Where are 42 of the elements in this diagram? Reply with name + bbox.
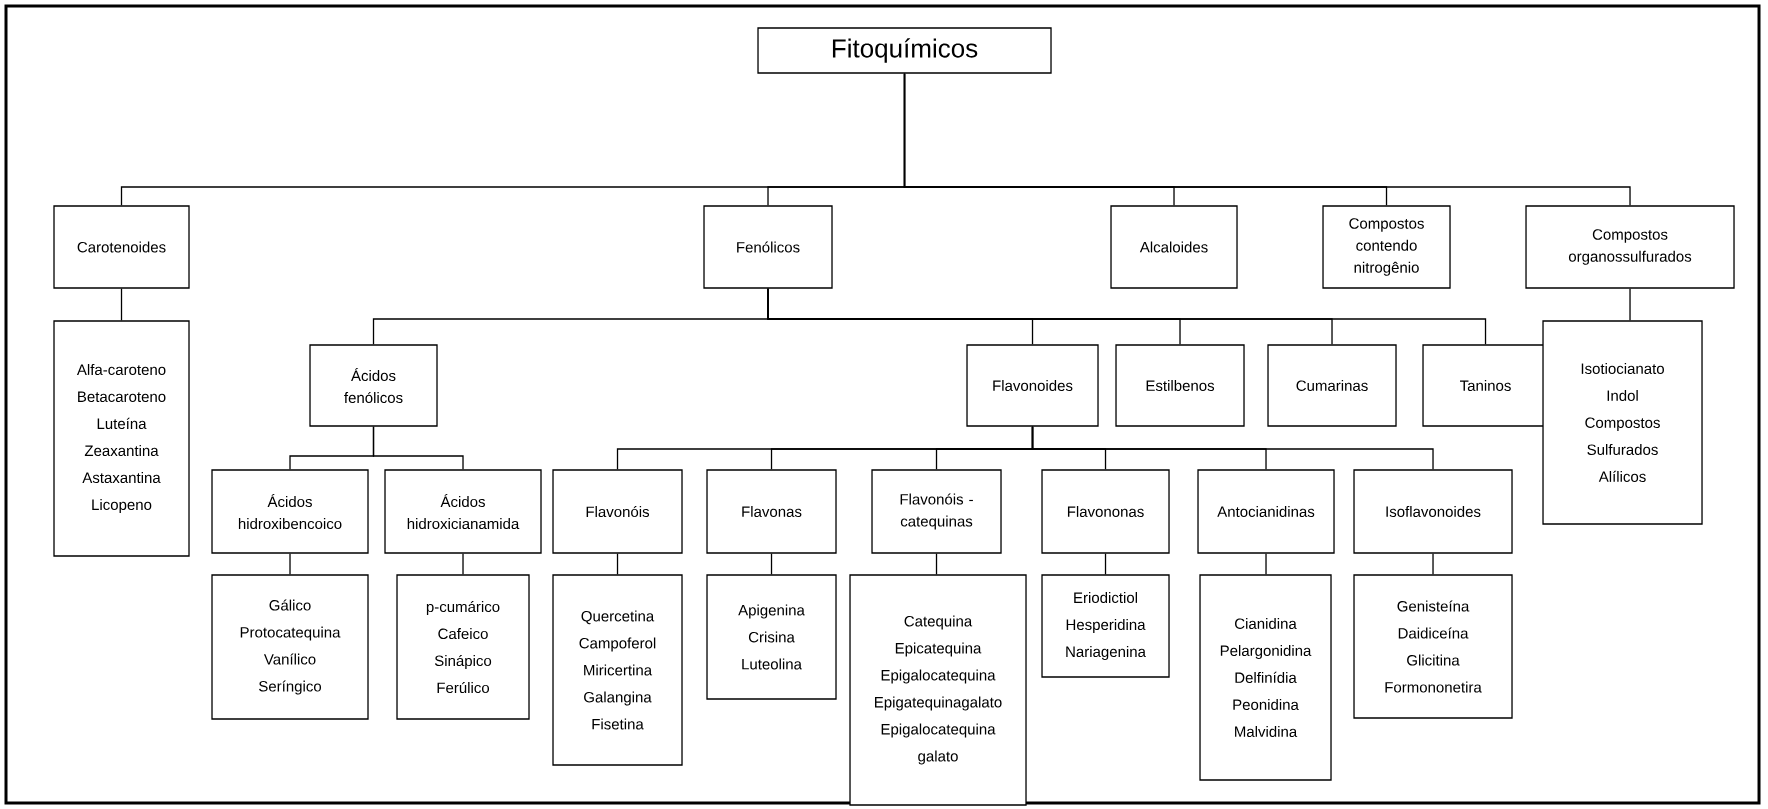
connector-line	[1432, 553, 1434, 575]
category-box: Compostos contendo nitrogênio	[1322, 205, 1451, 289]
category-box: Estilbenos	[1115, 344, 1245, 427]
connector-line	[935, 553, 938, 575]
connector-line	[1265, 553, 1267, 575]
connector-line	[1031, 426, 1434, 470]
category-box: Flavononas	[1041, 469, 1170, 554]
category-box: Ácidos fenólicos	[309, 344, 438, 427]
list-box: Genisteína Daidiceína Glicitina Formononetira	[1353, 574, 1513, 719]
category-box: Fenólicos	[703, 205, 833, 289]
connector-line	[1629, 288, 1631, 321]
category-box: Flavonas	[706, 469, 837, 554]
connector-line	[616, 553, 619, 575]
connector-line	[1104, 553, 1107, 575]
list-box: Cianidina Pelargonidina Delfinídia Peonidina Malvidina	[1199, 574, 1332, 781]
category-box: Ácidos hidroxicianamida	[384, 469, 542, 554]
category-box: Cumarinas	[1267, 344, 1397, 427]
connector-line	[770, 553, 773, 575]
category-box: Ácidos hidroxibencoico	[211, 469, 369, 554]
connector-line	[767, 288, 1487, 345]
list-box: Gálico Protocatequina Vanílico Seríngico	[211, 574, 369, 720]
category-box: Antocianidinas	[1197, 469, 1335, 554]
connector-line	[462, 553, 464, 575]
category-box: Flavonóis - catequinas	[871, 469, 1002, 554]
connector-line	[120, 288, 123, 321]
list-box: p-cumárico Cafeico Sinápico Ferúlico	[396, 574, 530, 720]
category-box: Flavonóis	[552, 469, 683, 554]
list-box: Eriodictiol Hesperidina Nariagenina	[1041, 574, 1170, 678]
category-box: Alcaloides	[1110, 205, 1238, 289]
connector-line	[903, 73, 1631, 206]
category-box: Flavonoides	[966, 344, 1099, 427]
list-box: Apigenina Crisina Luteolina	[706, 574, 837, 700]
category-box: Compostos organossulfurados	[1525, 205, 1735, 289]
connector-line	[289, 553, 291, 575]
category-box: Taninos	[1422, 344, 1549, 427]
category-box: Carotenoides	[53, 205, 190, 289]
list-box: Alfa-caroteno Betacaroteno Luteína Zeaxantina Astaxantina Licopeno	[53, 320, 190, 557]
root-box: Fitoquímicos	[757, 27, 1052, 74]
list-box: Catequina Epicatequina Epigalocatequina Epigatequinagalato Epigalocatequina galato	[849, 574, 1027, 806]
category-box: Isoflavonoides	[1353, 469, 1513, 554]
connector-line	[372, 426, 464, 470]
list-box: Quercetina Campoferol Miricertina Galangina Fisetina	[552, 574, 683, 766]
